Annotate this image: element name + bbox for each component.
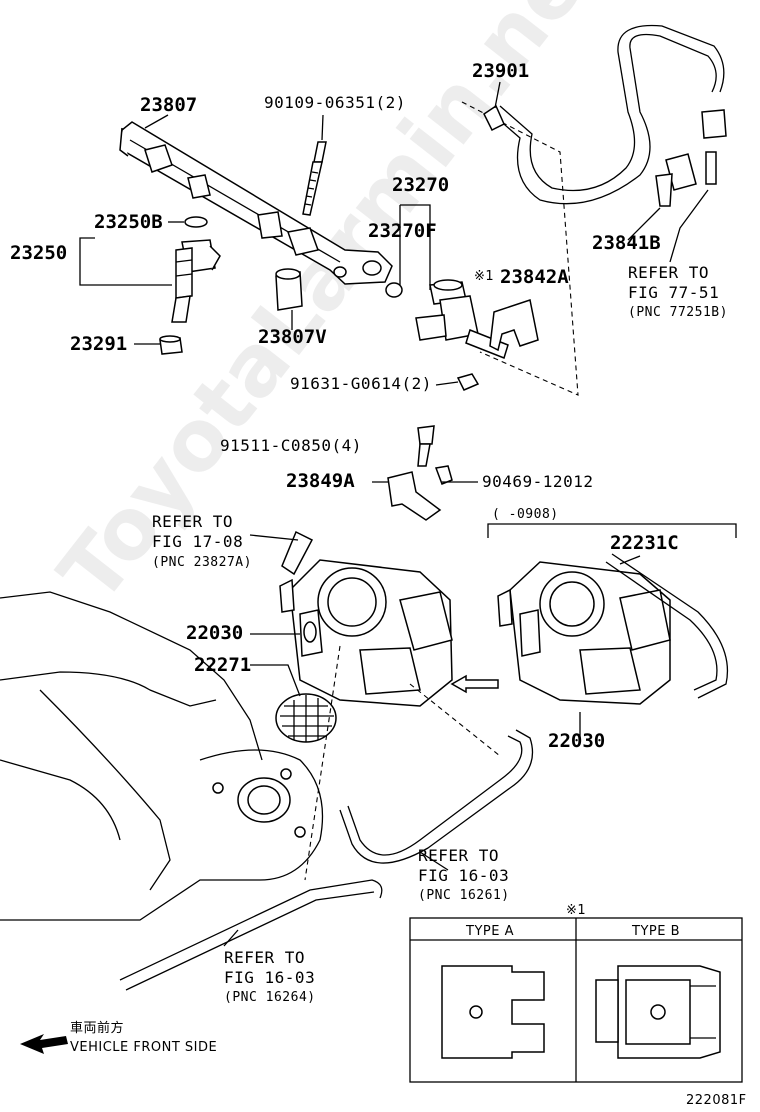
regulator-23270 <box>415 279 509 359</box>
label-90469: 90469-12012 <box>482 472 594 491</box>
ref-77-51-l1: REFER TO <box>628 263 710 282</box>
hose-22231C <box>605 561 718 691</box>
ref-16264-l1: REFER TO <box>224 948 306 967</box>
ref-16261-l3: (PNC 16261) <box>418 888 510 903</box>
label-23849A: 23849A <box>286 470 355 492</box>
clip-90469 <box>434 465 453 485</box>
oring-23270F <box>385 282 403 298</box>
note-mark: ※1 <box>474 269 495 284</box>
ref-77-51-l2: FIG 77-51 <box>628 283 720 302</box>
hose-ref-16264 <box>119 879 383 981</box>
injector-23250 <box>171 216 221 323</box>
hose-ref-16261 <box>347 735 523 856</box>
type-box <box>409 917 743 1083</box>
ref-16264-l3: (PNC 16264) <box>224 990 316 1005</box>
hose-23901 <box>483 24 727 205</box>
label-23841B: 23841B <box>592 232 661 254</box>
label-22231C: 22231C <box>610 532 679 554</box>
gasket-22271 <box>275 693 337 743</box>
label-23291: 23291 <box>70 333 128 355</box>
front-arrow-icon <box>20 1034 68 1054</box>
type-a-label: TYPE A <box>466 924 514 939</box>
clamp-23841B <box>655 151 717 207</box>
clip-23842A <box>489 299 539 352</box>
front-side-jp: 車両前方 <box>70 1021 125 1036</box>
label-91631: 91631-G0614(2) <box>290 374 432 393</box>
bolt-91631 <box>456 373 480 391</box>
hose-ref-17-08 <box>281 530 314 576</box>
spacer-23807V <box>275 268 303 311</box>
label-91511: 91511-C0850(4) <box>220 436 362 455</box>
label-23901: 23901 <box>472 60 530 82</box>
bracket-23849A <box>387 471 442 521</box>
seal-23291 <box>159 335 183 355</box>
type-b-label: TYPE B <box>632 924 680 939</box>
leader-lines-top <box>79 81 709 386</box>
label-23270F: 23270F <box>368 220 437 242</box>
ref-17-08-l3: (PNC 23827A) <box>152 555 252 570</box>
bolt-91511 <box>417 425 435 467</box>
ref-16264-l2: FIG 16-03 <box>224 968 316 987</box>
throttle-body-left <box>279 559 453 707</box>
date-bracket <box>487 523 737 538</box>
ref-16261-l2: FIG 16-03 <box>418 866 510 885</box>
throttle-body-right <box>497 561 671 705</box>
label-22030-right: 22030 <box>548 730 606 752</box>
label-23807: 23807 <box>140 94 198 116</box>
date-range: ( -0908) <box>492 507 559 522</box>
fuel-rail-23807 <box>119 121 393 285</box>
ref-16261-l1: REFER TO <box>418 846 500 865</box>
label-23807V: 23807V <box>258 326 327 348</box>
ref-77-51-l3: (PNC 77251B) <box>628 305 728 320</box>
figure-id: 222081F <box>686 1093 747 1108</box>
label-23250B: 23250B <box>94 211 163 233</box>
label-23842A: 23842A <box>500 266 569 288</box>
ref-17-08-l2: FIG 17-08 <box>152 532 244 551</box>
guide-line-1 <box>304 645 341 881</box>
dashed-box-23901 <box>461 101 579 396</box>
note-mark-box: ※1 <box>566 903 587 918</box>
front-side-en: VEHICLE FRONT SIDE <box>70 1040 218 1055</box>
label-90109: 90109-06351(2) <box>264 93 406 112</box>
ref-17-08-l1: REFER TO <box>152 512 234 531</box>
label-22271: 22271 <box>194 654 252 676</box>
label-23270: 23270 <box>392 174 450 196</box>
bolt-90109 <box>302 141 327 216</box>
label-23250: 23250 <box>10 242 68 264</box>
intake-manifold <box>0 591 324 921</box>
direction-arrow <box>450 674 499 694</box>
label-22030-left: 22030 <box>186 622 244 644</box>
